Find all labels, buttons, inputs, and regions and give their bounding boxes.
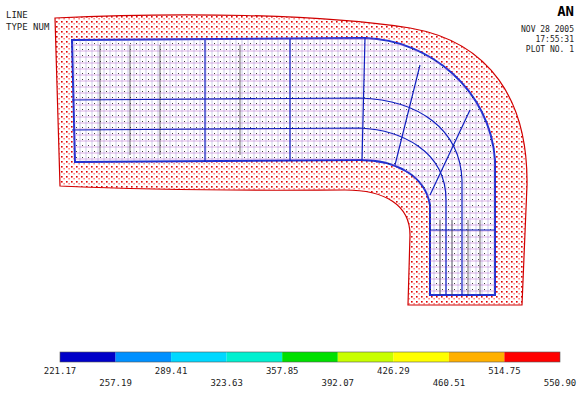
contour-value: 289.41 xyxy=(155,366,188,377)
colour-bar xyxy=(60,352,560,362)
contour-value: 221.17 xyxy=(44,366,77,377)
plot-info: LINE xyxy=(6,10,28,21)
contour-value: 323.63 xyxy=(210,378,243,389)
inner-region xyxy=(72,38,495,295)
contour-value: 514.75 xyxy=(488,366,521,377)
mesh-lines xyxy=(72,38,495,295)
contour-value: 257.19 xyxy=(99,378,132,389)
plot-info: TYPE NUM xyxy=(6,22,49,33)
contour-value: 460.51 xyxy=(433,378,466,389)
outer-region xyxy=(55,15,527,305)
plot-number: PLOT NO. 1 xyxy=(526,44,574,55)
inner-mesh xyxy=(72,38,495,295)
contour-value: 357.85 xyxy=(266,366,299,377)
plot-date: NOV 28 2005 xyxy=(521,24,574,35)
mesh-verticals xyxy=(100,45,480,295)
contour-value: 426.29 xyxy=(377,366,410,377)
plot-time: 17:55:31 xyxy=(535,34,574,45)
contour-value: 392.07 xyxy=(322,378,355,389)
contour-value: 550.90 xyxy=(544,378,577,389)
logo-text: AN xyxy=(557,6,574,17)
